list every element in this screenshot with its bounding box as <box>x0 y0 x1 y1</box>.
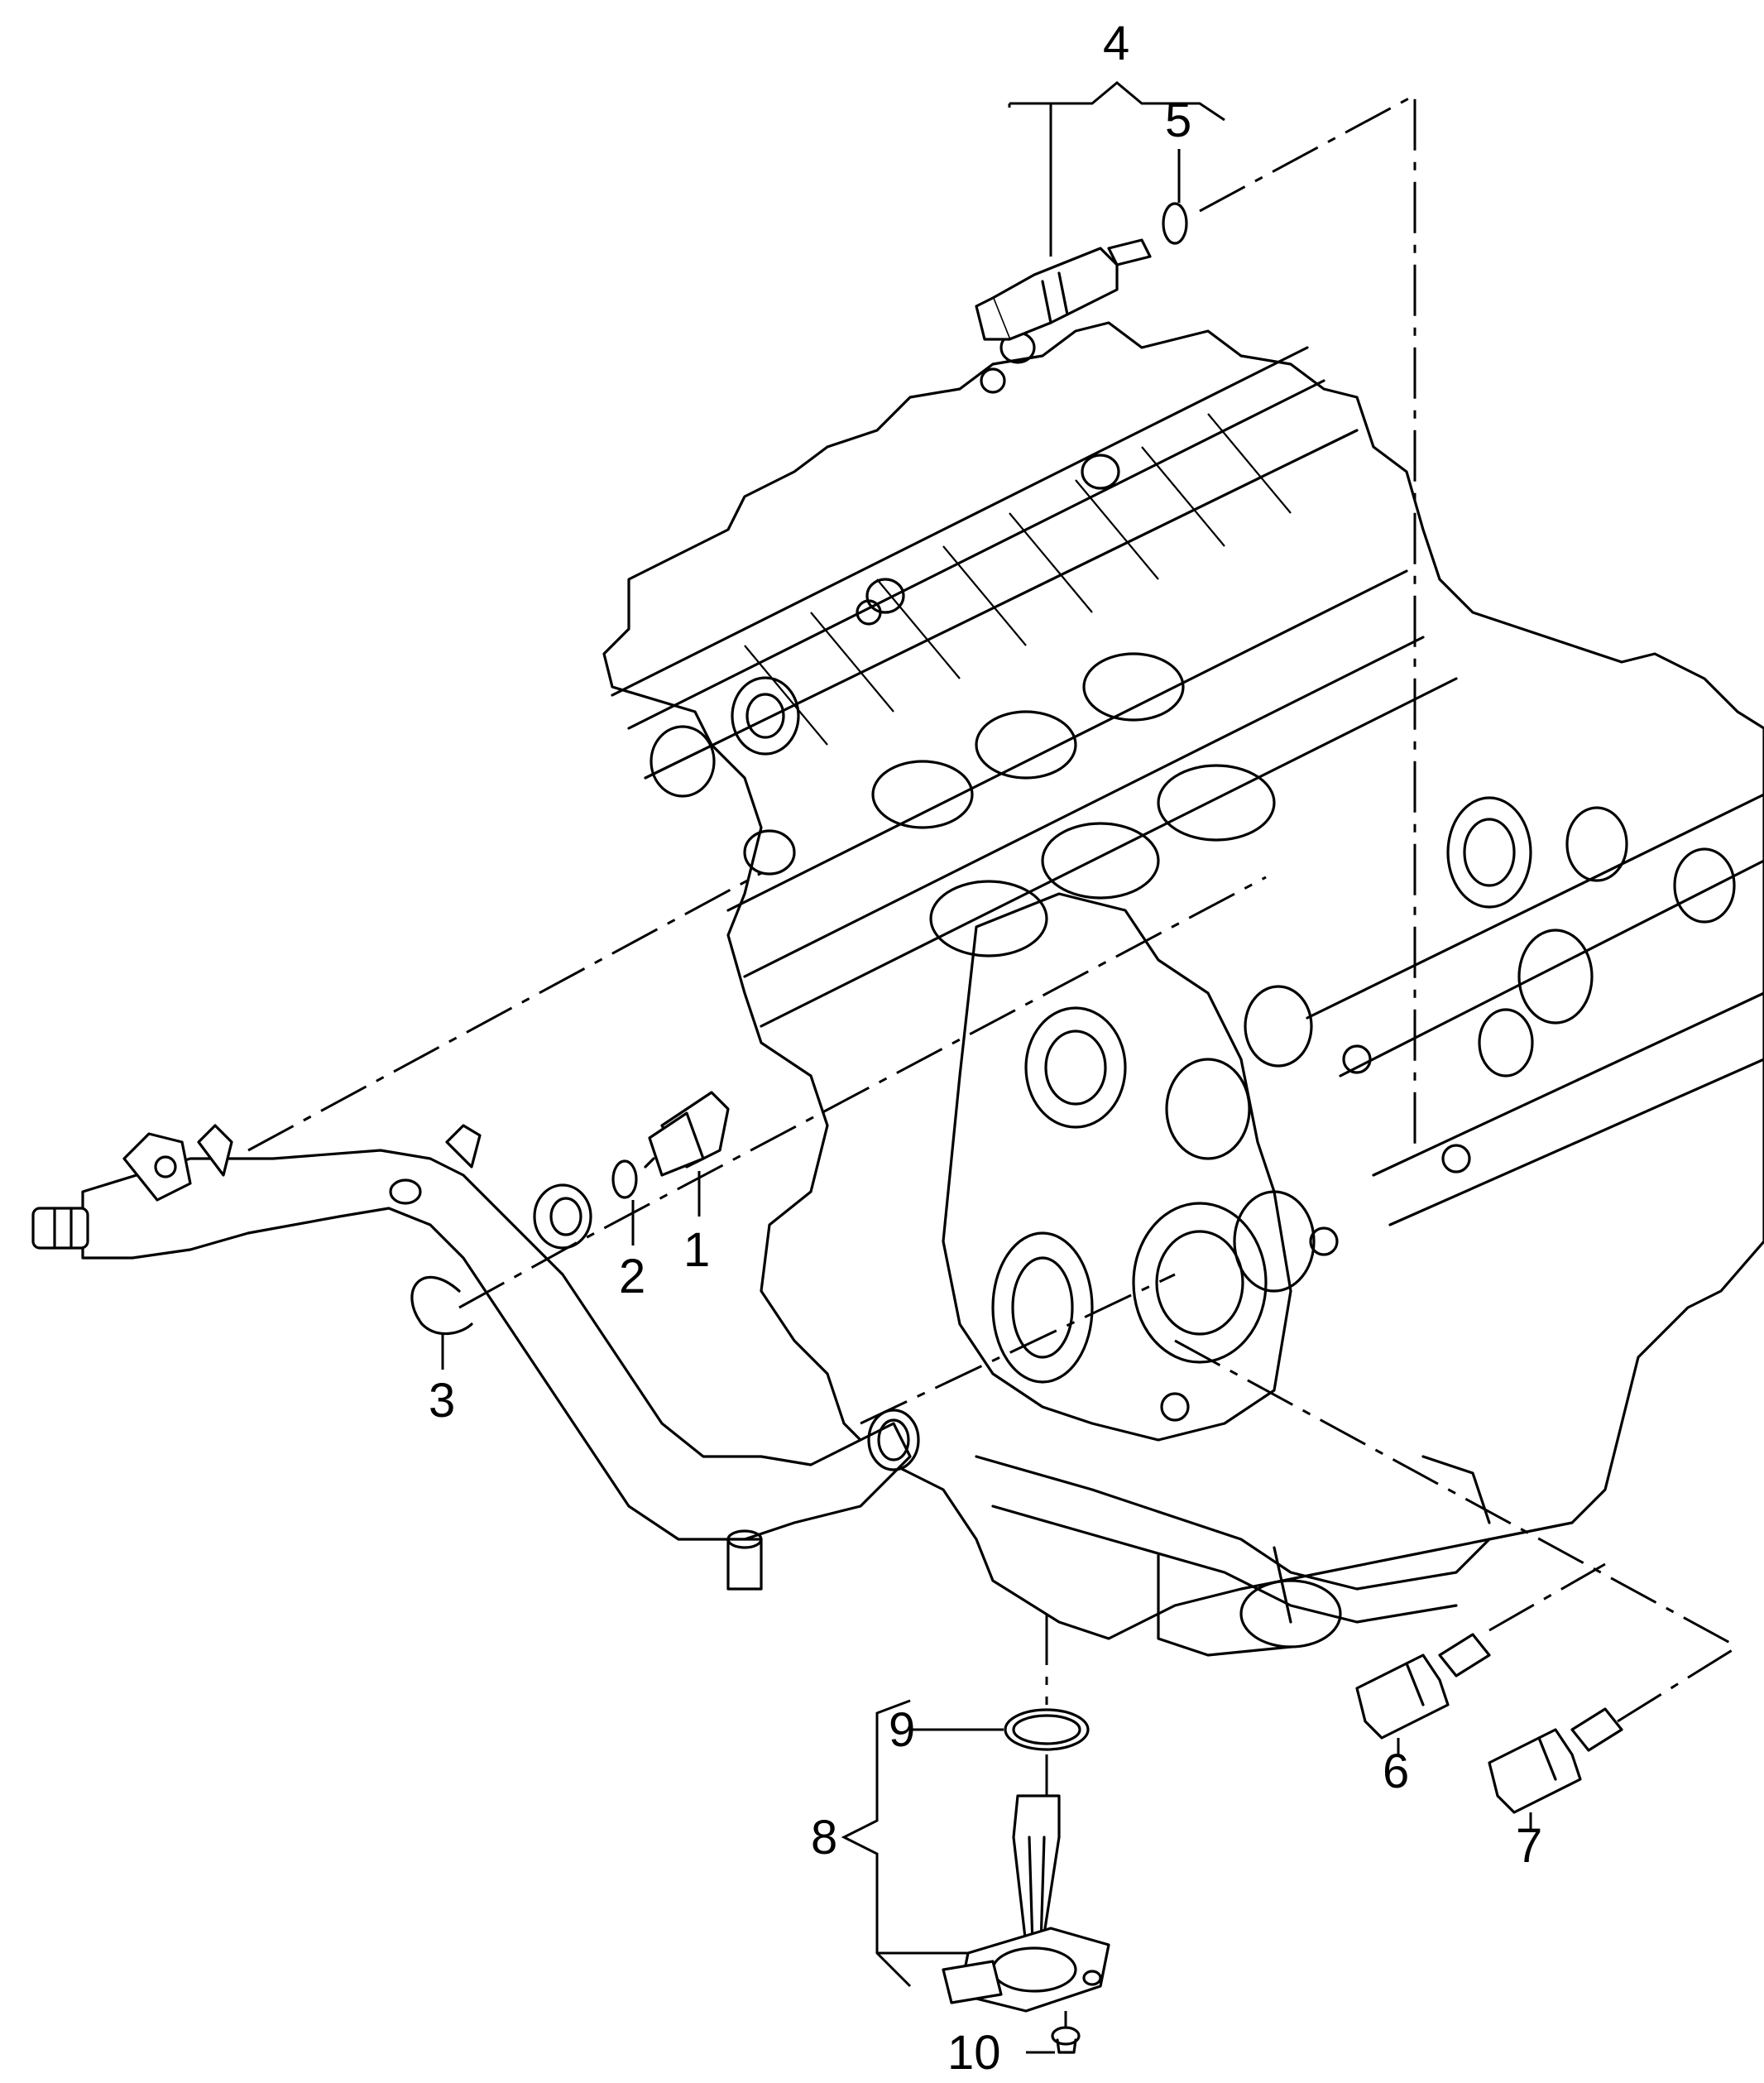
part-10-bolt <box>1051 2026 1081 2054</box>
callout-6: 6 <box>1383 1745 1409 1798</box>
ports <box>650 331 1736 1422</box>
engine-block <box>602 321 1764 1657</box>
part-4-sensor <box>975 238 1152 341</box>
callout-9: 9 <box>889 1703 915 1757</box>
callouts: 1 2 3 4 5 6 7 8 9 10 <box>429 17 1542 2080</box>
part-6-switch <box>1355 1633 1491 1740</box>
valve-cover-ribs <box>744 413 1292 746</box>
coolant-pipe <box>31 1124 920 1591</box>
callout-10: 10 <box>947 2026 1001 2080</box>
part-5-seal <box>1162 202 1188 245</box>
oil-pan <box>975 1455 1491 1657</box>
part-7-switch <box>1488 1707 1623 1814</box>
part-1-sender <box>644 1091 730 1177</box>
leader-lines <box>441 81 1532 2054</box>
part-8-oil-level-sensor <box>942 1794 1110 2013</box>
callout-8: 8 <box>811 1811 837 1865</box>
callout-3: 3 <box>429 1374 455 1428</box>
assembly-lines <box>247 93 1738 2028</box>
callout-5: 5 <box>1165 94 1191 147</box>
callout-2: 2 <box>619 1250 645 1303</box>
callout-1: 1 <box>683 1223 710 1277</box>
callout-7: 7 <box>1516 1819 1542 1873</box>
part-9-oring <box>1004 1708 1090 1751</box>
part-2-seal <box>611 1159 638 1199</box>
callout-4: 4 <box>1103 17 1129 70</box>
pipe-socket <box>533 1183 592 1250</box>
part-3-clip <box>410 1275 473 1336</box>
